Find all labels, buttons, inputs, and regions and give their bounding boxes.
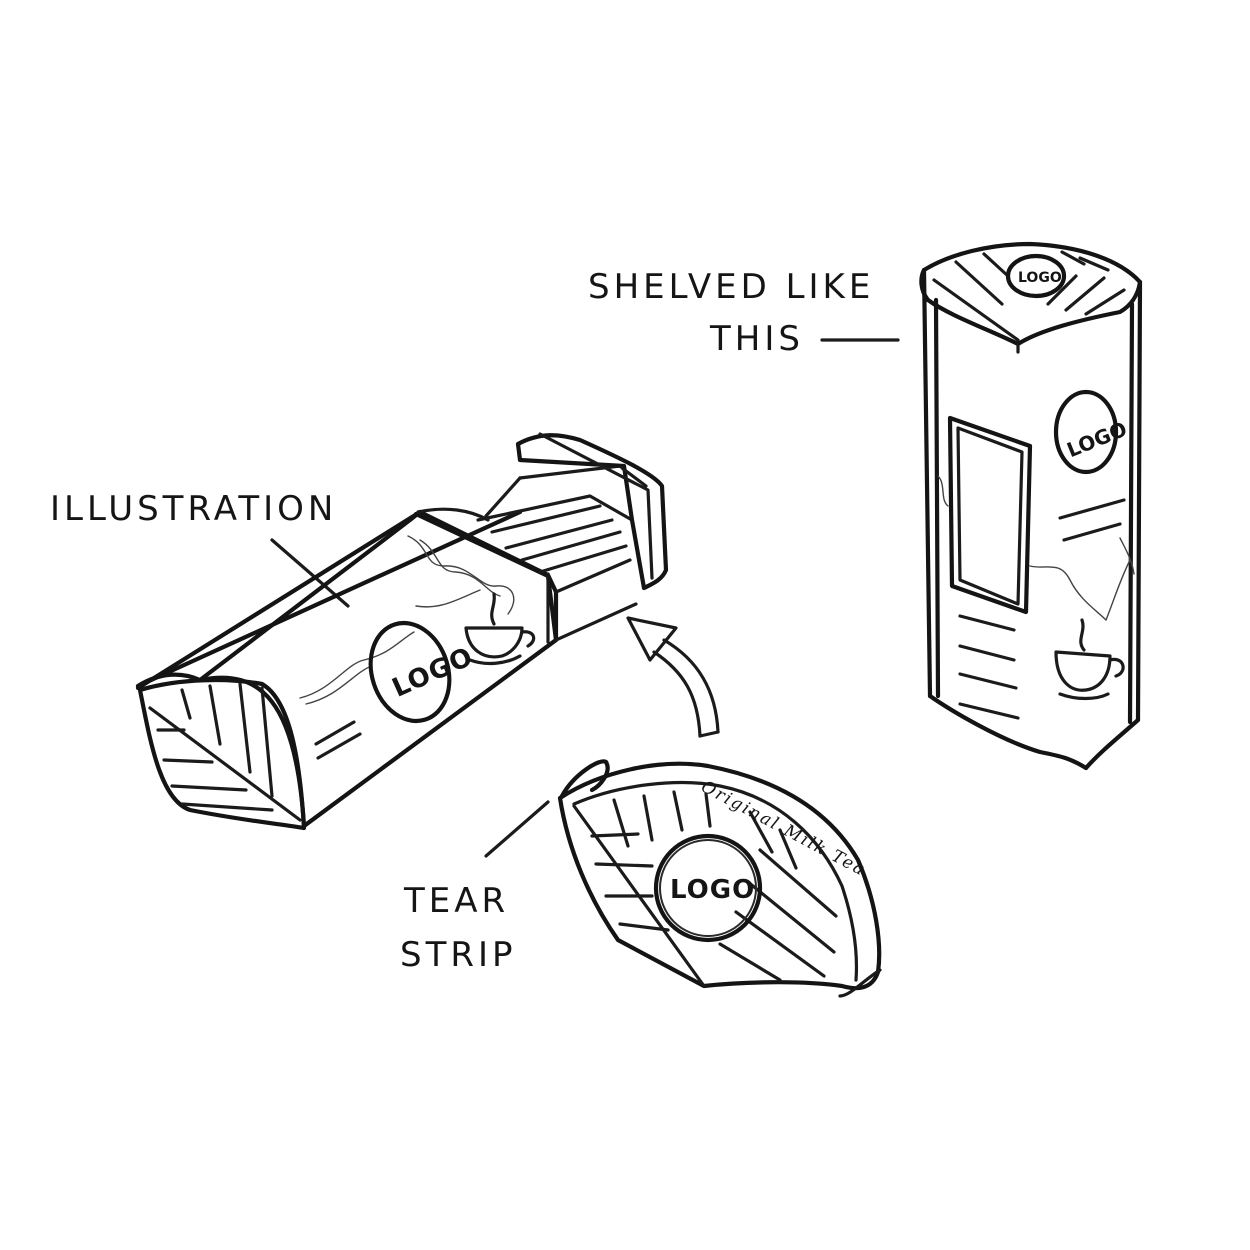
- box-teacup-icon: [464, 592, 536, 666]
- label-shelved-line2: THIS: [709, 319, 804, 359]
- box-illustration-scribble: [299, 535, 515, 705]
- label-shelved-line1: SHELVED LIKE: [588, 267, 874, 307]
- insertion-arrow: [626, 616, 720, 738]
- upright-text-lines-left: [958, 614, 1020, 720]
- label-illustration: ILLUSTRATION: [50, 489, 337, 529]
- upright-teacup-icon: [1054, 618, 1125, 701]
- label-tear-line1: TEAR: [403, 881, 509, 921]
- upright-top-logo-text: LOGO: [1018, 270, 1062, 286]
- upright-top-logo: LOGO: [1005, 253, 1067, 299]
- upright-window: [947, 415, 1033, 615]
- box-logo-text: LOGO: [388, 642, 478, 704]
- tear-pointer-line: [484, 800, 550, 858]
- box-drawer-cap: [515, 433, 669, 591]
- box-leaf-end-panel: [137, 677, 307, 831]
- box-logo: LOGO: [368, 620, 478, 724]
- label-tear-line2: STRIP: [400, 935, 517, 975]
- tear-logo-text: LOGO: [670, 875, 755, 905]
- tear-strip-cap: LOGO Original Milk Tea: [557, 759, 882, 998]
- upright-side-logo-text: LOGO: [1063, 417, 1130, 463]
- upright-text-lines-right: [1058, 498, 1126, 542]
- box-text-lines: [314, 720, 362, 760]
- upright-side-logo: LOGO: [1053, 389, 1130, 475]
- horizontal-tea-box: LOGO: [135, 432, 669, 831]
- upright-illustration-scribble: [937, 475, 1135, 621]
- tear-logo: LOGO: [653, 833, 763, 943]
- upright-tea-box: LOGO LOGO: [919, 241, 1143, 771]
